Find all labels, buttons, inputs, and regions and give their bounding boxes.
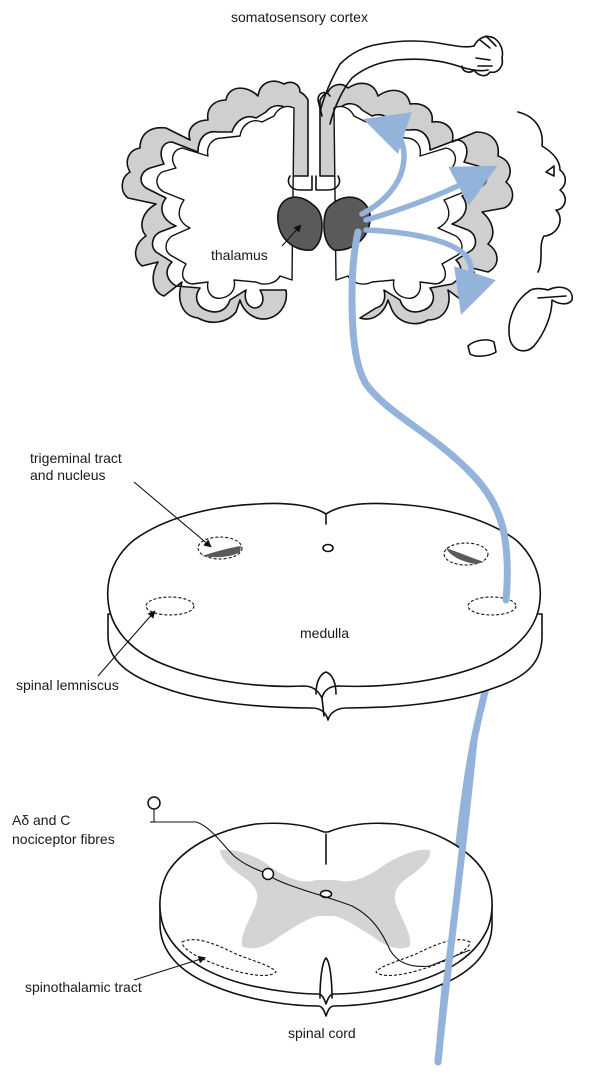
label-thalamus: thalamus — [211, 247, 268, 263]
label-spinothalamic-tract: spinothalamic tract — [25, 979, 142, 995]
right-trigeminal-nucleus — [444, 543, 488, 565]
medulla-section — [108, 503, 542, 720]
label-spinal-cord: spinal cord — [288, 1025, 356, 1041]
brain-coronal-section — [122, 81, 512, 323]
label-nociceptor-line1: Aδ and C — [12, 812, 70, 828]
label-trigeminal-line1: trigeminal tract — [30, 450, 122, 466]
label-somatosensory-cortex: somatosensory cortex — [231, 9, 368, 25]
spinal-cord-section — [148, 797, 492, 1016]
label-nociceptor-line2: nociceptor fibres — [12, 831, 115, 847]
label-spinal-lemniscus: spinal lemniscus — [16, 677, 119, 693]
label-medulla: medulla — [300, 625, 349, 641]
label-trigeminal-line2: and nucleus — [30, 467, 106, 483]
left-trigeminal-nucleus — [198, 537, 242, 559]
